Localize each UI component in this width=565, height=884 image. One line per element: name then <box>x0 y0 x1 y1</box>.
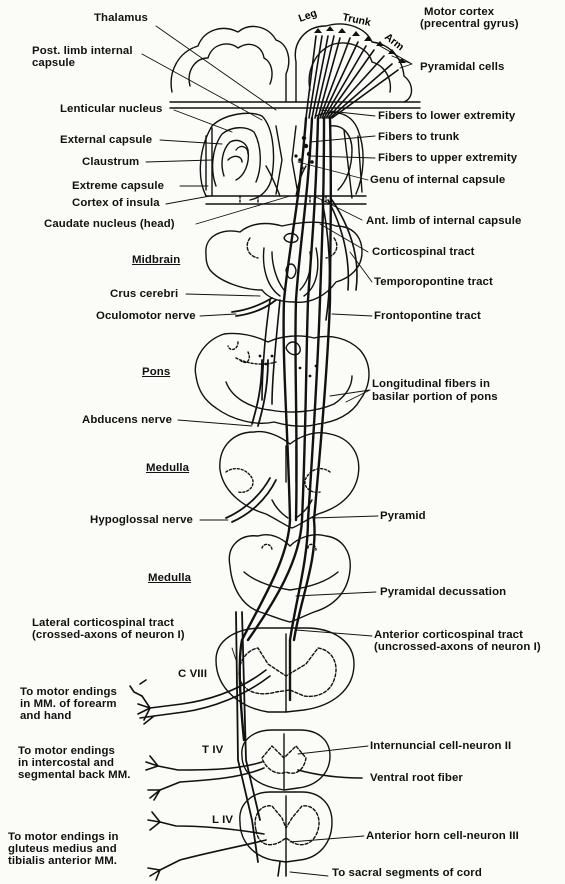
temporopontine-label: Temporopontine tract <box>374 276 493 289</box>
decussation-label: Pyramidal decussation <box>380 586 506 599</box>
gluteus-label-2: gluteus medius and <box>8 843 117 856</box>
pons-section <box>195 333 369 426</box>
medulla-lower-label: Medulla <box>148 572 191 585</box>
caudate-label: Caudate nucleus (head) <box>44 218 175 231</box>
fibers-lower-label: Fibers to lower extremity <box>378 110 515 123</box>
longitudinal-label: Longitudinal fibers in <box>372 378 490 391</box>
corticopontine-fibers <box>262 200 357 404</box>
pons-label: Pons <box>142 366 170 379</box>
motor-cortex-label: Motor cortex <box>424 6 494 19</box>
external-capsule-label: External capsule <box>60 134 152 147</box>
thalamus-label: Thalamus <box>94 12 148 25</box>
anterior-horn-label: Anterior horn cell-neuron III <box>366 830 519 843</box>
gluteus-label-3: tibialis anterior MM. <box>8 855 117 868</box>
midbrain-label: Midbrain <box>132 254 180 267</box>
extreme-capsule-label: Extreme capsule <box>72 180 164 193</box>
pyramid-label: Pyramid <box>380 510 426 523</box>
segment-c8-label: C VIII <box>178 668 207 681</box>
forearm-label-1: To motor endings <box>20 686 117 699</box>
forearm-label-2: in MM. of forearm <box>20 698 117 711</box>
post-limb-sublabel: capsule <box>32 57 75 70</box>
abducens-nerve <box>252 360 268 426</box>
oculomotor-label: Oculomotor nerve <box>96 310 196 323</box>
pyramidal-cells-label: Pyramidal cells <box>420 61 504 74</box>
post-limb-label: Post. limb internal <box>32 45 133 58</box>
anterior-cst-sublabel: (uncrossed-axons of neuron I) <box>374 641 541 654</box>
cortex-insula-label: Cortex of insula <box>72 197 160 210</box>
segment-l4-label: L IV <box>212 814 233 827</box>
corticospinal-label: Corticospinal tract <box>372 246 475 259</box>
internal-capsule-section <box>200 112 366 204</box>
anterior-cst-label: Anterior corticospinal tract <box>374 629 523 642</box>
fibers-upper-label: Fibers to upper extremity <box>378 152 517 165</box>
leader-lines-left <box>142 26 290 660</box>
segment-t4-label: T IV <box>202 744 223 757</box>
medulla-lower-section <box>229 535 350 622</box>
lateral-cst-sublabel: (crossed-axons of neuron I) <box>32 629 185 642</box>
lateral-cst-label: Lateral corticospinal tract <box>32 617 174 630</box>
sacral-label: To sacral segments of cord <box>332 867 482 880</box>
ant-limb-label: Ant. limb of internal capsule <box>366 215 521 228</box>
motor-cortex-sublabel: (precentral gyrus) <box>420 18 519 31</box>
intercostal-label-2: in intercostal and <box>18 757 114 770</box>
longitudinal-sublabel: basilar portion of pons <box>372 391 498 404</box>
intercostal-label-3: segmental back MM. <box>18 769 131 782</box>
hypoglossal-label: Hypoglossal nerve <box>90 514 193 527</box>
genu-label: Genu of internal capsule <box>370 174 505 187</box>
medulla-upper-label: Medulla <box>146 462 189 475</box>
claustrum-label: Claustrum <box>82 156 139 169</box>
spinal-cord-t4 <box>242 730 330 790</box>
gluteus-label-1: To motor endings in <box>8 831 119 844</box>
ventral-root-fiber <box>298 770 362 778</box>
internuncial-label: Internuncial cell-neuron II <box>370 740 511 753</box>
sacral-continuation <box>278 862 286 876</box>
frontopontine-label: Frontopontine tract <box>374 310 481 323</box>
ventral-root-label: Ventral root fiber <box>370 772 463 785</box>
intercostal-label-1: To motor endings <box>18 745 115 758</box>
fibers-trunk-label: Fibers to trunk <box>378 131 459 144</box>
forearm-label-3: and hand <box>20 710 71 723</box>
cerebral-cortex-section <box>170 24 420 108</box>
crus-label: Crus cerebri <box>110 288 178 301</box>
abducens-label: Abducens nerve <box>82 414 172 427</box>
lenticular-label: Lenticular nucleus <box>60 103 162 116</box>
